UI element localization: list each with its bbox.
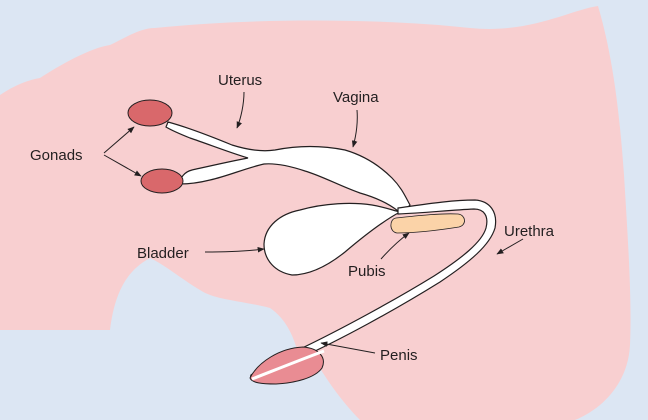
gonad-upper [128,100,172,126]
label-pubis: Pubis [348,263,386,280]
label-vagina: Vagina [333,89,379,106]
label-penis: Penis [380,347,418,364]
label-gonads: Gonads [30,147,83,164]
gonad-lower [141,169,183,193]
label-urethra: Urethra [504,223,555,240]
label-bladder: Bladder [137,245,189,262]
label-uterus: Uterus [218,72,262,89]
